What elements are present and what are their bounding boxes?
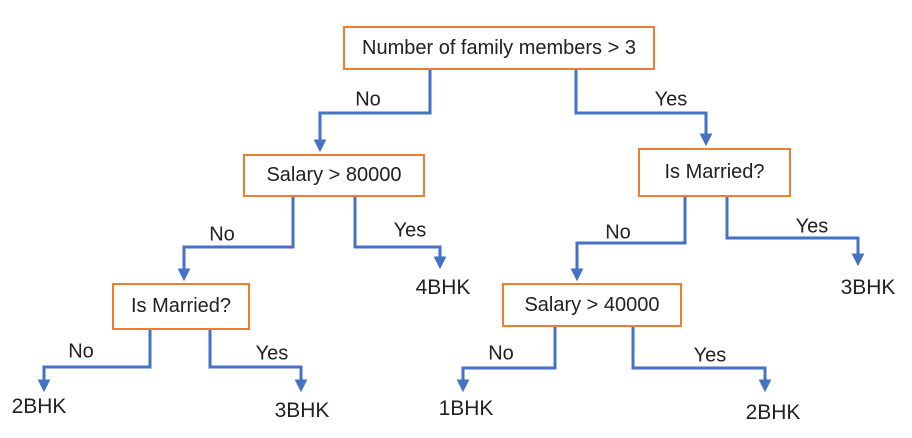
- edge-salary80-yes: [353, 196, 447, 270]
- edge-label-married-right-yes: Yes: [795, 215, 829, 238]
- edge-label-married-left-yes: Yes: [255, 342, 289, 365]
- leaf-3bhk-right: 3BHK: [840, 276, 896, 299]
- edge-label-root-yes: Yes: [654, 88, 688, 111]
- edge-married-left-yes: [208, 329, 308, 393]
- leaf-2bhk-left: 2BHK: [11, 395, 67, 418]
- edge-label-salary80-yes: Yes: [393, 219, 427, 242]
- leaf-4bhk: 4BHK: [415, 276, 471, 299]
- edge-label-married-right-no: No: [605, 221, 631, 244]
- edge-label-salary40-no: No: [488, 342, 514, 365]
- edge-salary40-yes: [631, 326, 772, 393]
- edge-married-right-yes: [725, 196, 865, 267]
- edge-label-married-left-no: No: [68, 340, 94, 363]
- leaf-1bhk: 1BHK: [438, 397, 494, 420]
- edge-label-salary80-no: No: [209, 223, 235, 246]
- edge-salary80-no: [177, 196, 295, 282]
- node-is-married-left: Is Married?: [112, 283, 250, 330]
- leaf-3bhk-left: 3BHK: [274, 399, 330, 422]
- node-is-married-right: Is Married?: [638, 148, 791, 197]
- edge-salary40-no: [456, 326, 557, 393]
- edge-root-no: [313, 70, 432, 153]
- node-salary-40000: Salary > 40000: [502, 283, 682, 327]
- leaf-2bhk-right: 2BHK: [745, 401, 801, 424]
- edge-married-right-no: [570, 196, 687, 282]
- node-family-members: Number of family members > 3: [343, 26, 655, 70]
- edge-label-salary40-yes: Yes: [693, 344, 727, 367]
- edge-married-left-no: [37, 329, 152, 393]
- edge-root-yes: [574, 70, 713, 147]
- node-salary-80000: Salary > 80000: [243, 154, 425, 197]
- edge-label-root-no: No: [355, 88, 381, 111]
